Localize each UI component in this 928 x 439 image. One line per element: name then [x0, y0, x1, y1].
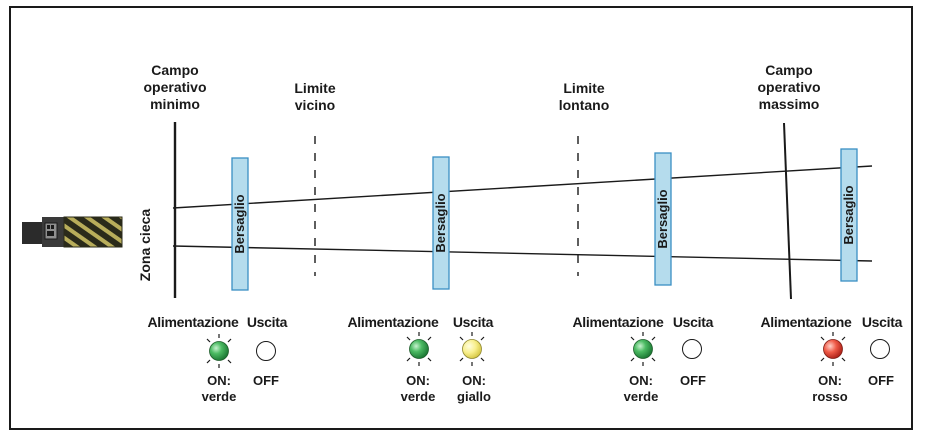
power-label-3: Alimentazione — [572, 314, 664, 330]
label-line: Campo — [765, 62, 813, 78]
beam-upper-line — [172, 165, 873, 209]
output-state-1: OFF — [241, 373, 291, 389]
label-limite-lontano: Limite lontano — [544, 80, 624, 114]
beam-lower-line — [172, 245, 873, 262]
label-line: Limite — [294, 80, 336, 96]
power-state-1: ON: verde — [189, 373, 249, 405]
state-line: ON: — [406, 373, 430, 388]
output-label-3: Uscita — [672, 314, 714, 330]
label-limite-vicino: Limite vicino — [275, 80, 355, 114]
target-bar-3 — [654, 152, 672, 286]
sensor-icon — [22, 216, 123, 248]
led-output-yellow-2 — [459, 332, 485, 366]
label-line: Campo — [151, 62, 199, 78]
label-line: operativo — [757, 79, 821, 95]
state-line: verde — [623, 389, 659, 404]
power-label-1: Alimentazione — [147, 314, 239, 330]
target-bar-1 — [231, 157, 249, 291]
power-state-2: ON: verde — [388, 373, 448, 405]
power-label-4: Alimentazione — [760, 314, 852, 330]
led-output-off-3 — [682, 339, 702, 359]
state-line: OFF — [253, 373, 279, 388]
target-label-4: Bersaglio — [841, 185, 856, 245]
power-state-3: ON: verde — [611, 373, 671, 405]
label-line: Limite — [563, 80, 605, 96]
target-bar-4 — [840, 148, 858, 282]
power-label-2: Alimentazione — [347, 314, 439, 330]
led-power-green-3 — [630, 332, 656, 366]
output-state-3: OFF — [668, 373, 718, 389]
led-output-off-1 — [256, 341, 276, 361]
state-line: ON: — [629, 373, 653, 388]
target-label-1: Bersaglio — [232, 194, 247, 254]
state-line: OFF — [680, 373, 706, 388]
led-power-green-1 — [206, 334, 232, 368]
output-label-2: Uscita — [452, 314, 494, 330]
label-line: lontano — [558, 97, 610, 113]
led-power-green-2 — [406, 332, 432, 366]
target-label-3: Bersaglio — [655, 189, 670, 249]
state-line: ON: — [818, 373, 842, 388]
output-label-4: Uscita — [861, 314, 903, 330]
led-output-off-4 — [870, 339, 890, 359]
state-line: ON: — [207, 373, 231, 388]
state-line: verde — [201, 389, 237, 404]
output-label-1: Uscita — [246, 314, 288, 330]
label-zona-cieca: Zona cieca — [137, 208, 153, 282]
state-line: rosso — [812, 389, 848, 404]
label-line: vicino — [294, 97, 336, 113]
target-bar-2 — [432, 156, 450, 290]
state-line: OFF — [868, 373, 894, 388]
state-line: verde — [400, 389, 436, 404]
label-campo-massimo: Campo operativo massimo — [744, 62, 834, 113]
label-campo-minimo: Campo operativo minimo — [130, 62, 220, 113]
label-line: minimo — [150, 96, 200, 112]
state-line: ON: — [462, 373, 486, 388]
label-line: operativo — [143, 79, 207, 95]
target-label-2: Bersaglio — [433, 193, 448, 253]
output-state-4: OFF — [856, 373, 906, 389]
led-power-red-4 — [820, 332, 846, 366]
max-field-line — [783, 122, 792, 300]
power-state-4: ON: rosso — [800, 373, 860, 405]
state-line: giallo — [457, 389, 491, 404]
label-line: massimo — [758, 96, 820, 112]
output-state-2: ON: giallo — [447, 373, 501, 405]
